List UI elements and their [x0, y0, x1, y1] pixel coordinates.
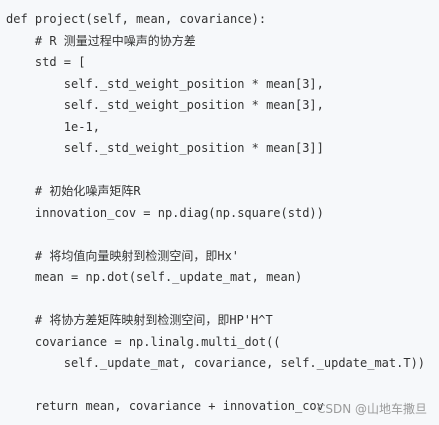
code-line-15: # 将协方差矩阵映射到检测空间，即HP'H^T — [6, 313, 273, 327]
code-line-4: self._std_weight_position * mean[3], — [6, 76, 324, 91]
code-line-3: std = [ — [6, 55, 86, 69]
code-line-8 — [6, 160, 439, 182]
code-line-17: self._update_mat, covariance, self._upda… — [6, 356, 426, 370]
code-line-1: def project(self, mean, covariance): — [6, 12, 267, 26]
code-line-6: 1e-1, — [6, 119, 100, 134]
code-line-10: innovation_cov = np.diag(np.square(std)) — [6, 205, 324, 220]
code-line-18 — [6, 375, 439, 397]
code-line-13: mean = np.dot(self._update_mat, mean) — [6, 270, 303, 284]
code-line-2: # R 测量过程中噪声的协方差 — [6, 33, 196, 48]
code-line-5: self._std_weight_position * mean[3], — [6, 98, 324, 112]
code-line-11 — [6, 224, 439, 246]
code-line-19: return mean, covariance + innovation_cov — [6, 399, 324, 413]
code-line-9: # 初始化噪声矩阵R — [6, 184, 141, 198]
code-line-12: # 将均值向量映射到检测空间，即Hx' — [6, 248, 240, 263]
code-line-7: self._std_weight_position * mean[3]] — [6, 141, 324, 155]
code-line-14 — [6, 289, 439, 311]
code-line-16: covariance = np.linalg.multi_dot(( — [6, 334, 281, 349]
csdn-watermark: CSDN @山地车撒旦 — [316, 402, 427, 416]
